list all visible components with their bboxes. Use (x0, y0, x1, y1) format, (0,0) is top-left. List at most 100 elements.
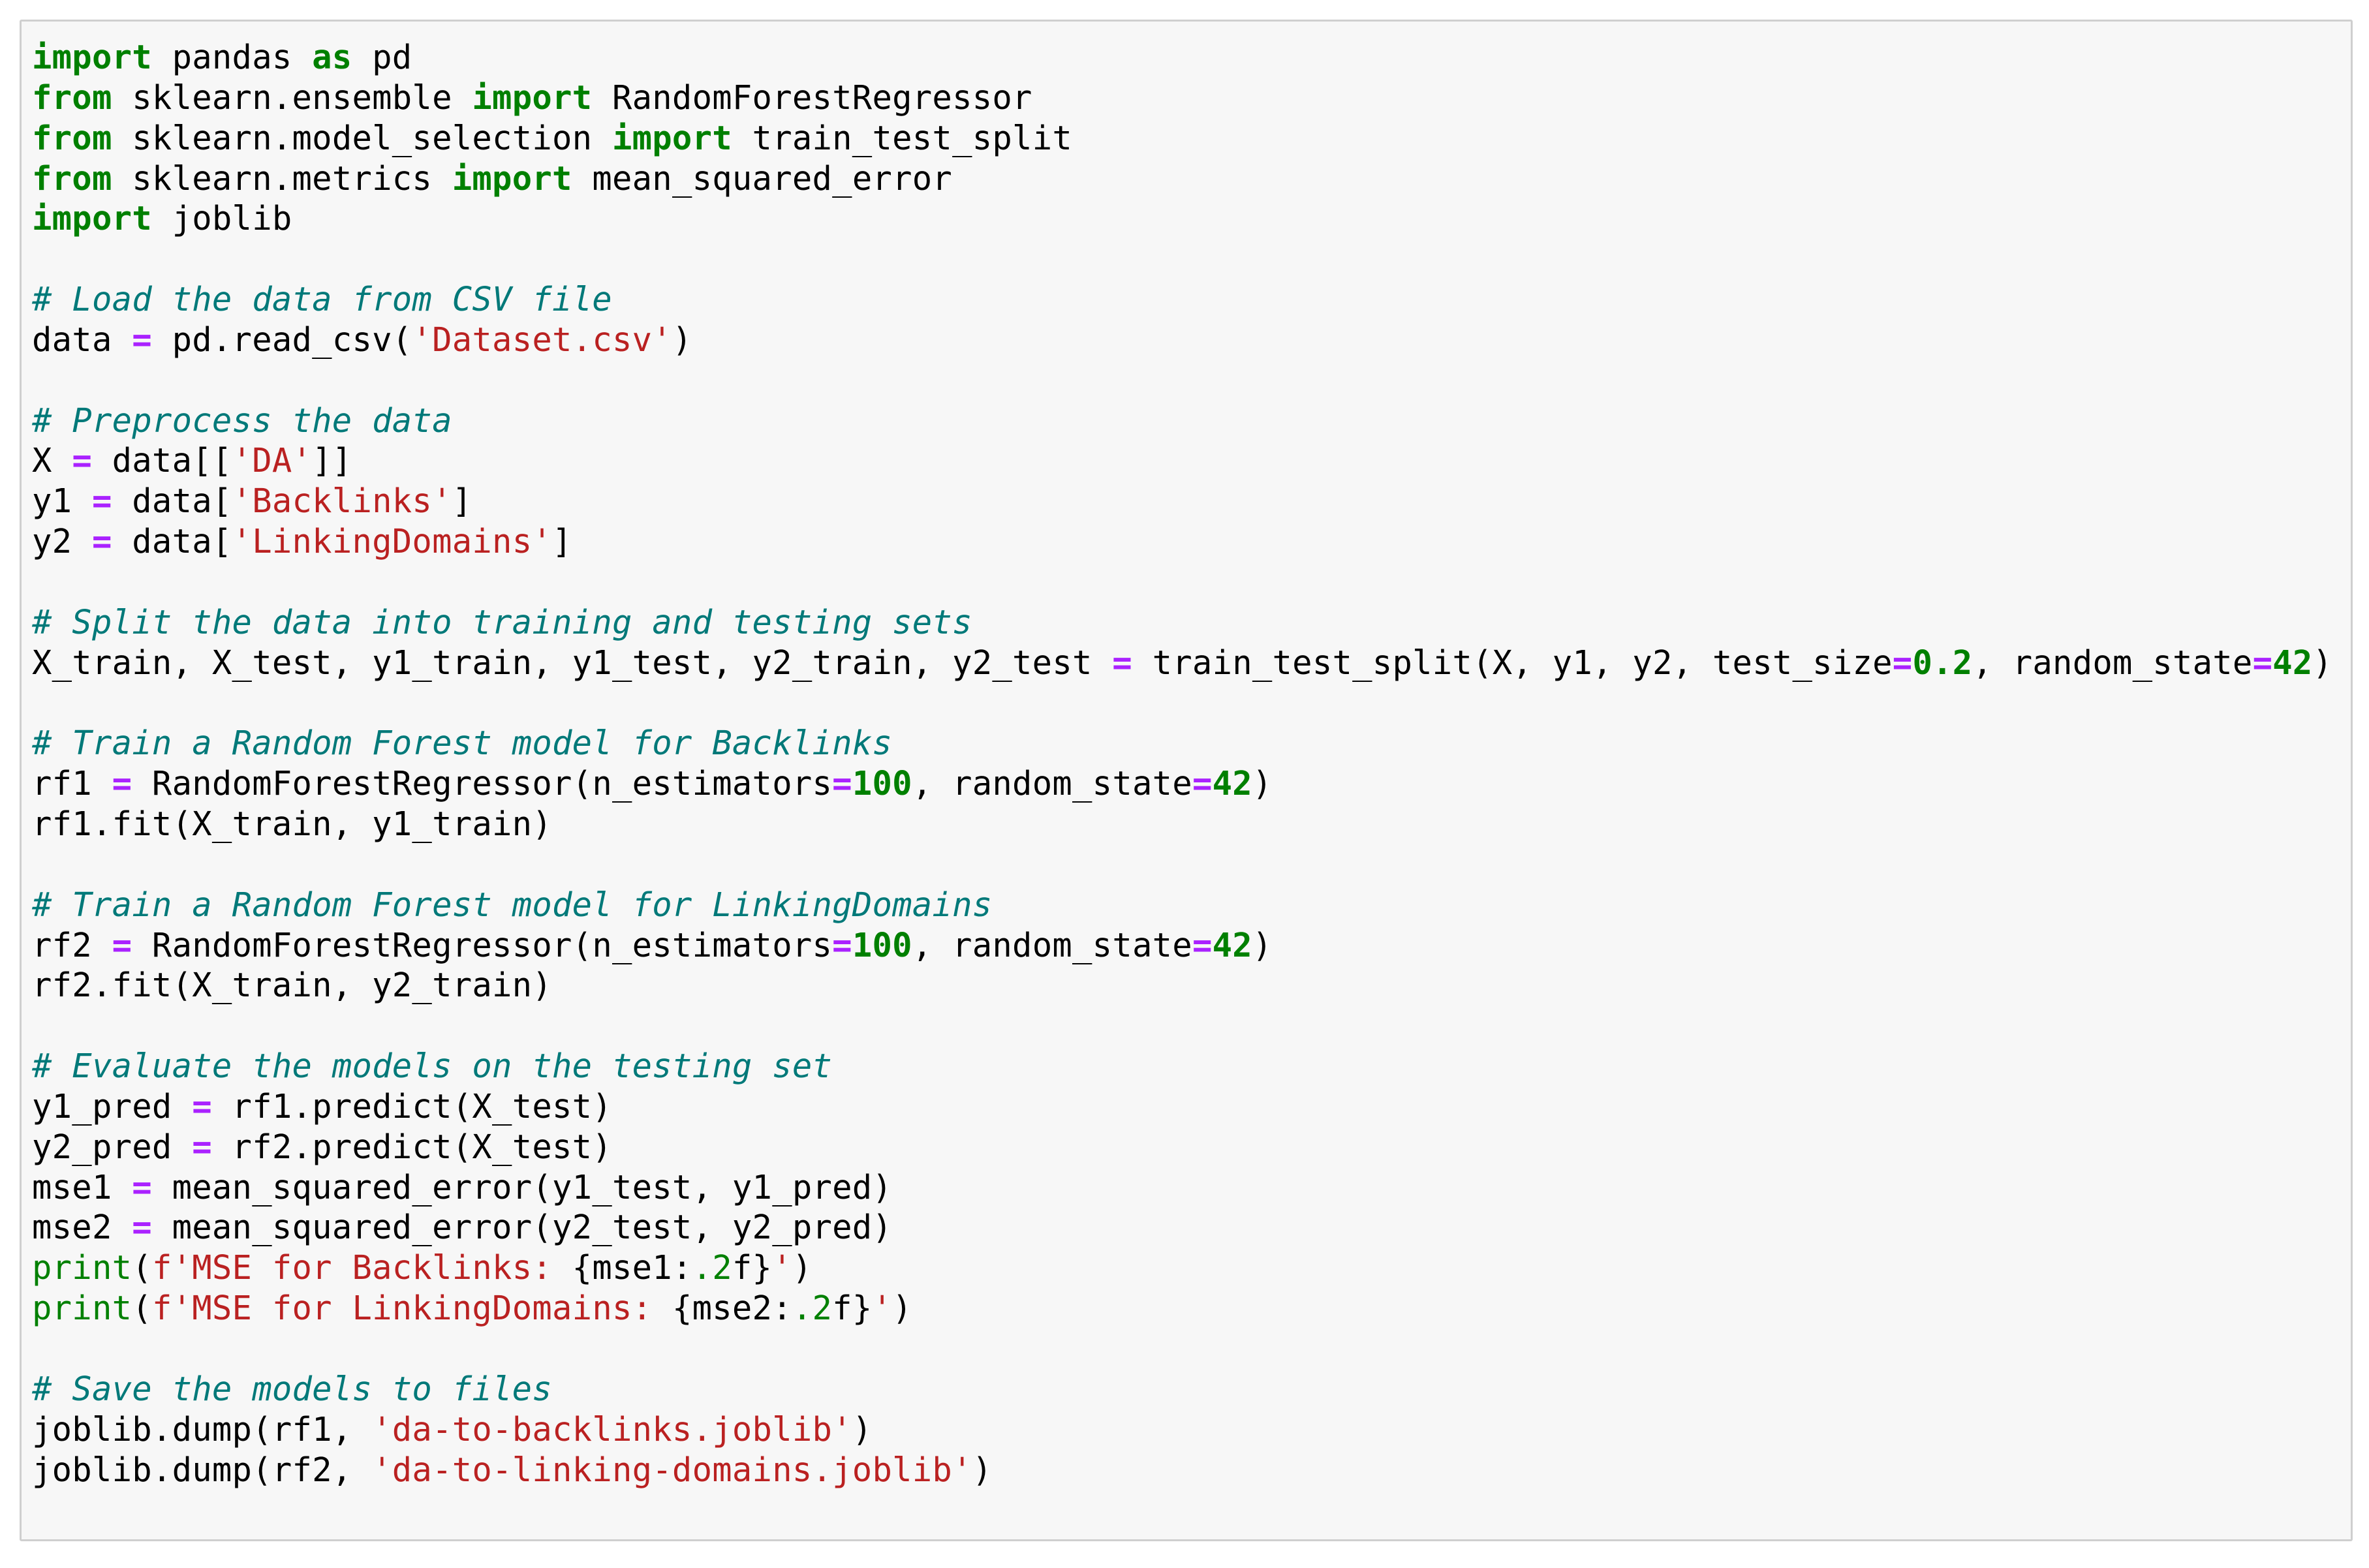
code-text-token: joblib.dump(rf1, (32, 1409, 373, 1449)
comment-token: # Load the data from CSV file (32, 280, 612, 319)
code-text-token: pd.read_csv( (151, 320, 412, 359)
operator-token: = (91, 482, 112, 521)
code-text-token: pd (352, 38, 412, 76)
code-line: # Train a Random Forest model for Backli… (32, 723, 2332, 763)
code-text-token: X (32, 441, 72, 480)
code-text-token: mean_squared_error (572, 159, 953, 198)
keyword-token: import (32, 199, 152, 238)
code-line: # Load the data from CSV file (32, 279, 2332, 320)
blank-line: ​ (32, 239, 2332, 279)
number-token: 100 (852, 764, 912, 803)
comment-token: # Train a Random Forest model for Backli… (32, 724, 893, 763)
number-token: .2 (692, 1248, 732, 1287)
string-token: 'da-to-linking-domains.joblib' (372, 1450, 972, 1489)
blank-line: ​ (32, 844, 2332, 885)
code-text-token: joblib.dump(rf2, (32, 1450, 373, 1489)
comment-token: # Evaluate the models on the testing set (32, 1047, 833, 1086)
code-text-token: y1 (32, 482, 92, 521)
keyword-token: from (32, 118, 112, 157)
code-text-token: rf1.fit(X_train, y1_train) (32, 805, 552, 844)
comment-token: # Preprocess the data (32, 401, 452, 440)
code-text-token: train_test_split (732, 118, 1073, 157)
operator-token: = (1892, 643, 1913, 682)
code-line: # Evaluate the models on the testing set (32, 1046, 2332, 1086)
code-text-token: ) (792, 1248, 813, 1287)
number-token: .2 (792, 1289, 833, 1328)
code-text-token: ( (132, 1248, 152, 1287)
code-text-token: ) (1252, 925, 1273, 964)
code-text-token: rf1 (32, 764, 112, 803)
operator-token: = (72, 441, 92, 480)
code-line: mse1 = mean_squared_error(y1_test, y1_pr… (32, 1167, 2332, 1208)
operator-token: = (1192, 764, 1213, 803)
code-line: rf1.fit(X_train, y1_train) (32, 804, 2332, 844)
code-text-token: X_train, X_test, y1_train, y1_test, y2_t… (32, 643, 1113, 682)
keyword-token: import (32, 38, 152, 76)
operator-token: = (832, 925, 852, 964)
operator-token: = (132, 320, 152, 359)
code-text-token: , random_state (912, 764, 1192, 803)
code-text-token: data[ (112, 482, 232, 521)
code-text-token: pandas (151, 38, 313, 76)
code-text-token: RandomForestRegressor(n_estimators (132, 764, 833, 803)
code-line: y1_pred = rf1.predict(X_test) (32, 1086, 2332, 1127)
code-text-token: sklearn.model_selection (112, 118, 612, 157)
keyword-token: as (312, 38, 352, 76)
code-line: mse2 = mean_squared_error(y2_test, y2_pr… (32, 1207, 2332, 1248)
operator-token: = (832, 764, 852, 803)
code-line: rf1 = RandomForestRegressor(n_estimators… (32, 763, 2332, 804)
keyword-token: from (32, 78, 112, 117)
code-text-token: f} (832, 1289, 873, 1328)
code-text-token: data[ (112, 522, 232, 561)
code-text-token: ) (892, 1289, 912, 1328)
code-text-token: y1_pred (32, 1086, 193, 1126)
number-token: 42 (1212, 764, 1252, 803)
string-token: 'Dataset.csv' (412, 320, 672, 359)
code-line: import joblib (32, 198, 2332, 239)
code-text-token: RandomForestRegressor(n_estimators (132, 925, 833, 964)
code-text-token: mean_squared_error(y1_test, y1_pred) (151, 1167, 893, 1207)
comment-token: # Train a Random Forest model for Linkin… (32, 885, 993, 924)
code-line: print(f'MSE for Backlinks: {mse1:.2f}') (32, 1248, 2332, 1288)
code-text-token: rf2 (32, 925, 112, 964)
code-line: X = data[['DA']] (32, 440, 2332, 481)
code-text-token: joblib (151, 199, 292, 238)
operator-token: = (2252, 643, 2273, 682)
code-text-token: ) (972, 1450, 993, 1489)
code-line: # Preprocess the data (32, 401, 2332, 441)
keyword-token: import (472, 78, 593, 117)
code-line: y2 = data['LinkingDomains'] (32, 521, 2332, 562)
code-line: # Split the data into training and testi… (32, 602, 2332, 643)
operator-token: = (132, 1208, 152, 1247)
code-line: from sklearn.model_selection import trai… (32, 118, 2332, 159)
keyword-token: import (452, 159, 572, 198)
string-token: f'MSE for LinkingDomains: (151, 1289, 672, 1328)
code-line: joblib.dump(rf2, 'da-to-linking-domains.… (32, 1450, 2332, 1490)
code-text-token: ) (672, 320, 692, 359)
code-line: y2_pred = rf2.predict(X_test) (32, 1127, 2332, 1167)
code-text-token: f} (732, 1248, 773, 1287)
blank-line: ​ (32, 1006, 2332, 1046)
number-token: 42 (2272, 643, 2313, 682)
code-text-token: ) (1252, 764, 1273, 803)
blank-line: ​ (32, 562, 2332, 602)
code-line: rf2 = RandomForestRegressor(n_estimators… (32, 925, 2332, 966)
code-line: rf2.fit(X_train, y2_train) (32, 965, 2332, 1006)
code-text-token: data[[ (91, 441, 232, 480)
comment-token: # Split the data into training and testi… (32, 602, 972, 641)
number-token: 100 (852, 925, 912, 964)
code-text-token: ( (132, 1289, 152, 1328)
operator-token: = (132, 1167, 152, 1207)
code-text-token: data (32, 320, 132, 359)
code-text-token: ]] (312, 441, 352, 480)
builtin-token: print (32, 1289, 132, 1328)
blank-line: ​ (32, 1329, 2332, 1369)
code-text-token: , random_state (1972, 643, 2253, 682)
operator-token: = (1192, 925, 1213, 964)
blank-line: ​ (32, 683, 2332, 724)
string-token: ' (872, 1289, 893, 1328)
code-line: # Save the models to files (32, 1369, 2332, 1409)
keyword-token: import (612, 118, 732, 157)
